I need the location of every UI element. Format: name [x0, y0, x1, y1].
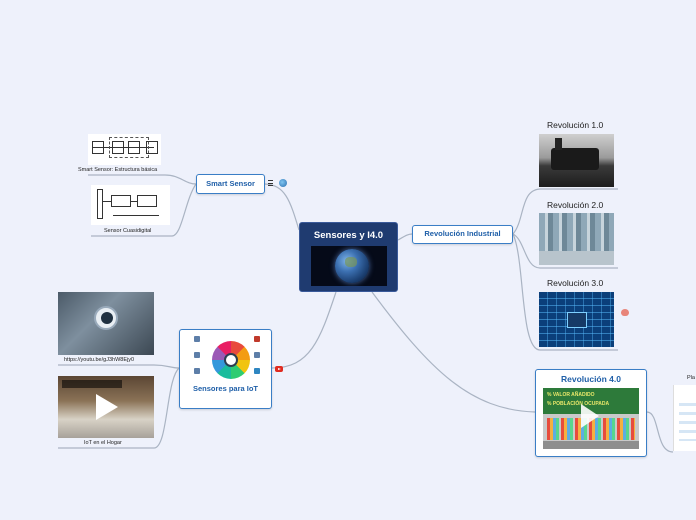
link-central-rev4 — [371, 291, 536, 413]
link-iot-kitchen — [58, 367, 180, 449]
title-revolucion-3: Revolución 3.0 — [547, 278, 604, 288]
topic-revolucion-40[interactable]: Revolución 4.0 % VALOR AÑADIDO % POBLACI… — [535, 369, 647, 457]
factory-assembly-image[interactable] — [539, 213, 614, 265]
block-diagram-image[interactable] — [88, 134, 161, 165]
iot-wheel-image — [186, 332, 266, 382]
link-central-smart — [264, 183, 300, 231]
link-revind-r3 — [512, 233, 618, 351]
link-revind-r2 — [512, 233, 618, 269]
robot-video-thumbnail[interactable] — [58, 292, 154, 355]
title-revolucion-2: Revolución 2.0 — [547, 200, 604, 210]
steam-locomotive-image[interactable] — [539, 134, 614, 187]
topic-label: Smart Sensor — [206, 179, 255, 188]
caption-estructura-basica: Smart Sensor: Estructura básica — [78, 167, 158, 173]
revolucion-40-video-image: % VALOR AÑADIDO % POBLACIÓN OCUPADA — [543, 388, 639, 449]
title-revolucion-1: Revolución 1.0 — [547, 120, 604, 130]
kitchen-video-thumbnail[interactable] — [58, 376, 154, 438]
link-smart-diag2 — [91, 183, 197, 237]
link-central-iot — [271, 291, 337, 369]
link-revind-r1 — [512, 188, 618, 235]
notes-icon[interactable] — [268, 180, 274, 188]
caption-iot-hogar: IoT en el Hogar — [84, 440, 122, 446]
image-text-valor: % VALOR AÑADIDO — [547, 392, 595, 398]
brain-icon[interactable] — [621, 309, 629, 316]
cut-child-label: Pla — [687, 375, 695, 381]
play-icon — [581, 404, 599, 428]
link-central-revind — [397, 233, 413, 241]
topic-label: Sensores para IoT — [192, 384, 259, 393]
topic-label: Revolución Industrial — [424, 229, 501, 238]
play-icon — [96, 394, 118, 420]
link-smart-diag1 — [88, 174, 197, 185]
link-rev4-cut — [646, 411, 674, 453]
topic-sensores-iot[interactable]: Sensores para IoT — [179, 329, 272, 409]
caption-youtube-link[interactable]: https://youtu.be/gJ3hW8Ejy0 — [64, 357, 135, 363]
earth-globe-image — [310, 246, 387, 286]
link-iot-robot — [58, 364, 180, 369]
topic-revolucion-industrial[interactable]: Revolución Industrial — [412, 225, 513, 244]
youtube-icon[interactable] — [275, 366, 283, 372]
caption-sensor-cuasidigital: Sensor Cuasidigital — [104, 228, 152, 234]
web-link-icon[interactable] — [279, 179, 287, 187]
cut-off-child-topic[interactable] — [673, 385, 696, 451]
circuit-diagram-image[interactable] — [91, 185, 170, 225]
image-text-poblacion: % POBLACIÓN OCUPADA — [547, 401, 610, 407]
topic-label: Revolución 4.0 — [561, 374, 621, 384]
circuit-board-image[interactable] — [539, 292, 614, 347]
central-title: Sensores y I4.0 — [313, 230, 384, 241]
central-topic[interactable]: Sensores y I4.0 — [299, 222, 398, 292]
topic-smart-sensor[interactable]: Smart Sensor — [196, 174, 265, 194]
